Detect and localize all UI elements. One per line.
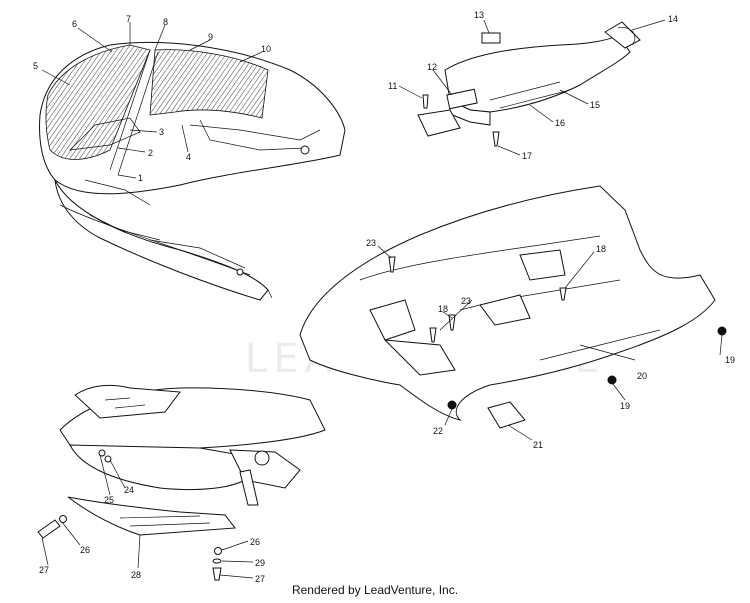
callout-26a: 26: [250, 537, 260, 547]
callout-12: 12: [427, 62, 437, 72]
callout-29: 29: [255, 558, 265, 568]
callout-13: 13: [474, 10, 484, 20]
hull-assembly: [299, 185, 727, 429]
footer-credit: Rendered by LeadVenture, Inc.: [291, 583, 459, 597]
callout-27a: 27: [39, 565, 49, 575]
callout-10: 10: [261, 44, 271, 54]
leader-lines: [41, 19, 723, 579]
callout-19a: 19: [725, 355, 735, 365]
callout-4: 4: [186, 152, 191, 162]
callout-28: 28: [131, 570, 141, 580]
callout-26b: 26: [80, 545, 90, 555]
callout-8: 8: [163, 17, 168, 27]
hood-assembly: [39, 41, 346, 301]
callout-7: 7: [126, 14, 131, 24]
callout-18a: 18: [596, 244, 606, 254]
callout-1: 1: [138, 173, 143, 183]
callout-17: 17: [522, 151, 532, 161]
callout-24: 24: [124, 485, 134, 495]
callout-6: 6: [72, 19, 77, 29]
callout-2: 2: [148, 148, 153, 158]
callout-9: 9: [208, 32, 213, 42]
panel-assembly: [417, 21, 641, 147]
callout-3: 3: [159, 127, 164, 137]
callout-27b: 27: [255, 574, 265, 584]
callout-21: 21: [533, 440, 543, 450]
callout-23b: 23: [461, 296, 471, 306]
callout-15: 15: [590, 100, 600, 110]
callout-23a: 23: [366, 238, 376, 248]
callout-14: 14: [668, 14, 678, 24]
callout-19b: 19: [620, 401, 630, 411]
callout-18b: 18: [438, 304, 448, 314]
callout-labels: 1 2 3 4 5 6 7 8 9 10 11 12 13 14 15 16 1…: [33, 10, 735, 584]
callout-16: 16: [555, 118, 565, 128]
callout-20: 20: [637, 371, 647, 381]
callout-25: 25: [104, 495, 114, 505]
callout-5: 5: [33, 61, 38, 71]
callout-11: 11: [388, 81, 397, 91]
craft-assembly: [37, 384, 326, 581]
callout-22: 22: [433, 426, 443, 436]
